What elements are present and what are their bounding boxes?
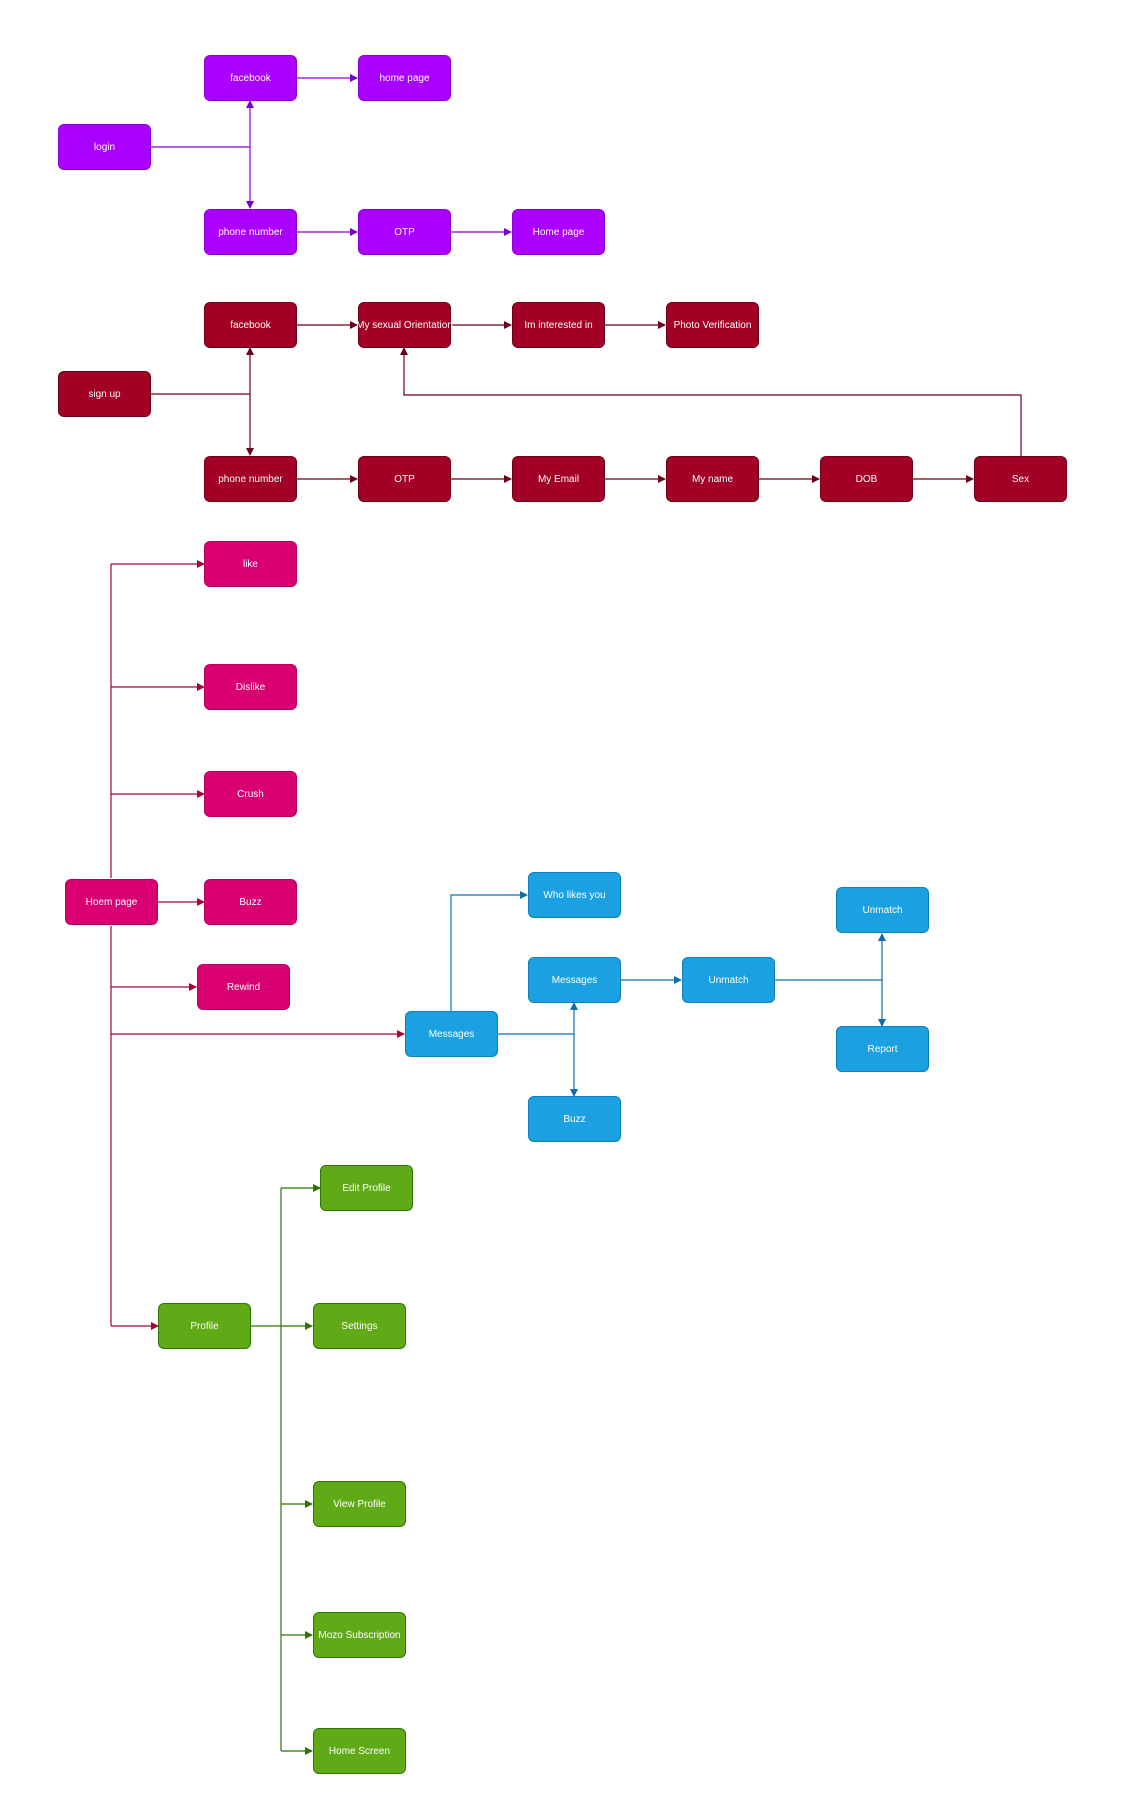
home-buzz-node[interactable]: Buzz <box>204 879 297 925</box>
signup-interested-in-node[interactable]: Im interested in <box>512 302 605 348</box>
messages-unmatch-2-node[interactable]: Unmatch <box>836 887 929 933</box>
signup-photo-verification-node[interactable]: Photo Verification <box>666 302 759 348</box>
signup-sex-node[interactable]: Sex <box>974 456 1067 502</box>
messages-report-node[interactable]: Report <box>836 1026 929 1072</box>
profile-edit-profile-node[interactable]: Edit Profile <box>320 1165 413 1211</box>
login-otp-node[interactable]: OTP <box>358 209 451 255</box>
messages-node[interactable]: Messages <box>405 1011 498 1057</box>
signup-facebook-node[interactable]: facebook <box>204 302 297 348</box>
login-facebook-node[interactable]: facebook <box>204 55 297 101</box>
home-crush-node[interactable]: Crush <box>204 771 297 817</box>
signup-sexual-orientation-node[interactable]: My sexual Orientation <box>356 302 453 348</box>
login-home-page-node[interactable]: home page <box>358 55 451 101</box>
login-home-page-2-node[interactable]: Home page <box>512 209 605 255</box>
signup-otp-node[interactable]: OTP <box>358 456 451 502</box>
signup-name-node[interactable]: My name <box>666 456 759 502</box>
signup-dob-node[interactable]: DOB <box>820 456 913 502</box>
home-dislike-node[interactable]: Dislike <box>204 664 297 710</box>
signup-phone-number-node[interactable]: phone number <box>204 456 297 502</box>
messages-who-likes-you-node[interactable]: Who likes you <box>528 872 621 918</box>
signup-email-node[interactable]: My Email <box>512 456 605 502</box>
home-rewind-node[interactable]: Rewind <box>197 964 290 1010</box>
profile-subscription-node[interactable]: Mozo Subscription <box>313 1612 406 1658</box>
profile-home-screen-node[interactable]: Home Screen <box>313 1728 406 1774</box>
login-phone-number-node[interactable]: phone number <box>204 209 297 255</box>
messages-unmatch-node[interactable]: Unmatch <box>682 957 775 1003</box>
home-page-node[interactable]: Hoem page <box>65 879 158 925</box>
home-like-node[interactable]: like <box>204 541 297 587</box>
messages-messages-node[interactable]: Messages <box>528 957 621 1003</box>
edge-sex-orientation <box>400 347 1022 456</box>
messages-buzz-node[interactable]: Buzz <box>528 1096 621 1142</box>
profile-node[interactable]: Profile <box>158 1303 251 1349</box>
profile-settings-node[interactable]: Settings <box>313 1303 406 1349</box>
edge-messages-wholikes <box>450 891 528 1011</box>
profile-view-profile-node[interactable]: View Profile <box>313 1481 406 1527</box>
signup-node[interactable]: sign up <box>58 371 151 417</box>
login-node[interactable]: login <box>58 124 151 170</box>
